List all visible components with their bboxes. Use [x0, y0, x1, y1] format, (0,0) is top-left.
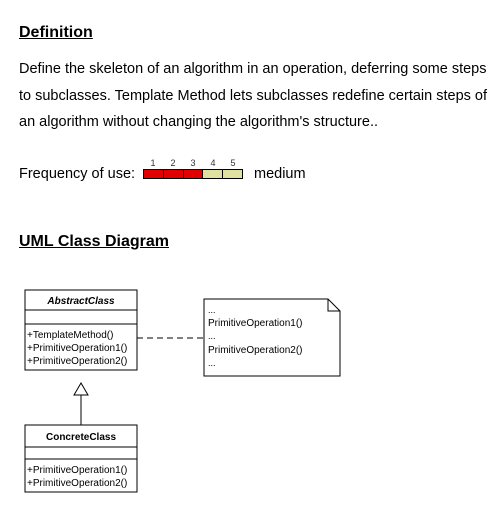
- frequency-segment: [202, 170, 223, 178]
- note-line: ...: [208, 358, 216, 368]
- frequency-bar: [143, 169, 243, 179]
- frequency-scale-number: 2: [170, 158, 176, 168]
- definition-line: to subclasses. Template Method lets subc…: [19, 87, 488, 104]
- frequency-level: medium: [254, 166, 306, 182]
- frequency-segment: [162, 170, 183, 178]
- concrete-class-box: ConcreteClass +PrimitiveOperation1() +Pr…: [24, 424, 138, 493]
- concrete-class-method: +PrimitiveOperation2(): [27, 478, 127, 489]
- frequency-scale-number: 4: [210, 158, 216, 168]
- concrete-class-name: ConcreteClass: [46, 432, 116, 443]
- frequency-label: Frequency of use:: [19, 166, 136, 182]
- definition-paragraph: Define the skeleton of an algorithm in a…: [19, 56, 499, 136]
- inheritance-arrow: [73, 382, 89, 425]
- definition-heading: Definition: [19, 24, 93, 41]
- frequency-scale-number: 1: [150, 158, 156, 168]
- note-line: PrimitiveOperation2(): [208, 345, 302, 356]
- note-line: ...: [208, 305, 216, 315]
- definition-line: Define the skeleton of an algorithm in a…: [19, 61, 487, 77]
- frequency-segment: [182, 170, 203, 178]
- frequency-scale: 1 2 3 4 5: [143, 158, 243, 168]
- frequency-segment: [222, 170, 242, 178]
- frequency-scale-number: 5: [230, 158, 236, 168]
- definition-line: an algorithm without changing the algori…: [19, 114, 379, 130]
- frequency-scale-number: 3: [190, 158, 196, 168]
- note-box: ... PrimitiveOperation1() ... PrimitiveO…: [203, 298, 341, 377]
- abstract-class-box: AbstractClass +TemplateMethod() +Primiti…: [24, 289, 138, 371]
- abstract-class-method: +PrimitiveOperation2(): [27, 356, 127, 367]
- frequency-segment: [144, 170, 163, 178]
- note-line: PrimitiveOperation1(): [208, 318, 302, 329]
- uml-heading: UML Class Diagram: [19, 233, 169, 250]
- note-line: ...: [208, 331, 216, 341]
- abstract-class-method: +PrimitiveOperation1(): [27, 343, 127, 354]
- concrete-class-method: +PrimitiveOperation1(): [27, 465, 127, 476]
- abstract-class-name: AbstractClass: [46, 296, 115, 307]
- abstract-class-method: +TemplateMethod(): [27, 330, 113, 341]
